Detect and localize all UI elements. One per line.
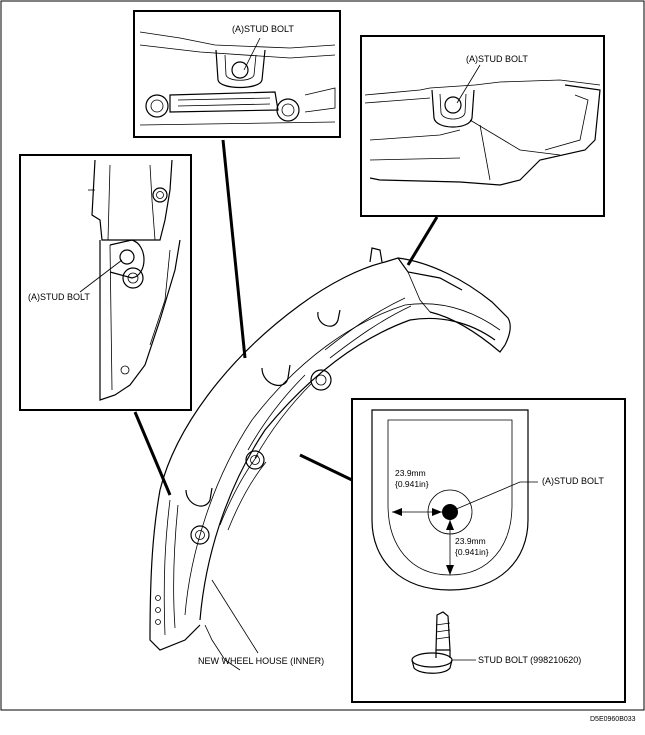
label-stud-bolt-part: STUD BOLT (998210620) <box>478 655 581 665</box>
detail-box-right: (A)STUD BOLT <box>360 35 605 217</box>
leader-stud-bolt-detail <box>453 481 538 511</box>
callout-line-right <box>406 216 439 266</box>
stud-bolt-marker <box>442 504 458 520</box>
leader-stud-bolt-top <box>243 37 261 71</box>
dim-vertical-in: {0.941in} <box>455 547 489 557</box>
callout-line-top <box>221 139 247 359</box>
leader-stud-bolt-right <box>456 64 481 104</box>
stud-bolt-illustration <box>411 611 453 674</box>
callout-line-left <box>133 411 172 496</box>
leader-stud-bolt-left <box>79 259 123 293</box>
dim-horizontal-mm: 23.9mm <box>395 468 426 478</box>
figure-frame <box>0 0 645 711</box>
callout-line-detail <box>299 453 353 482</box>
detail-box-top: (A)STUD BOLT <box>133 10 341 138</box>
leader-wheel-house <box>211 579 259 654</box>
label-stud-bolt-detail: (A)STUD BOLT <box>542 476 604 486</box>
detail-box-dimensions: 23.9mm {0.941in} 23.9mm {0.941in} (A)STU… <box>351 398 626 703</box>
dim-vertical-mm: 23.9mm <box>455 536 486 546</box>
wheel-house-part <box>149 247 511 671</box>
label-stud-bolt-top: (A)STUD BOLT <box>232 24 294 34</box>
detail-box-left: (A)STUD BOLT <box>19 154 192 411</box>
label-stud-bolt-right: (A)STUD BOLT <box>466 54 528 64</box>
label-wheel-house: NEW WHEEL HOUSE (INNER) <box>198 656 324 666</box>
label-stud-bolt-left: (A)STUD BOLT <box>28 292 90 302</box>
dim-horizontal-in: {0.941in} <box>395 479 429 489</box>
figure-code: D5E0960B033 <box>590 716 636 723</box>
